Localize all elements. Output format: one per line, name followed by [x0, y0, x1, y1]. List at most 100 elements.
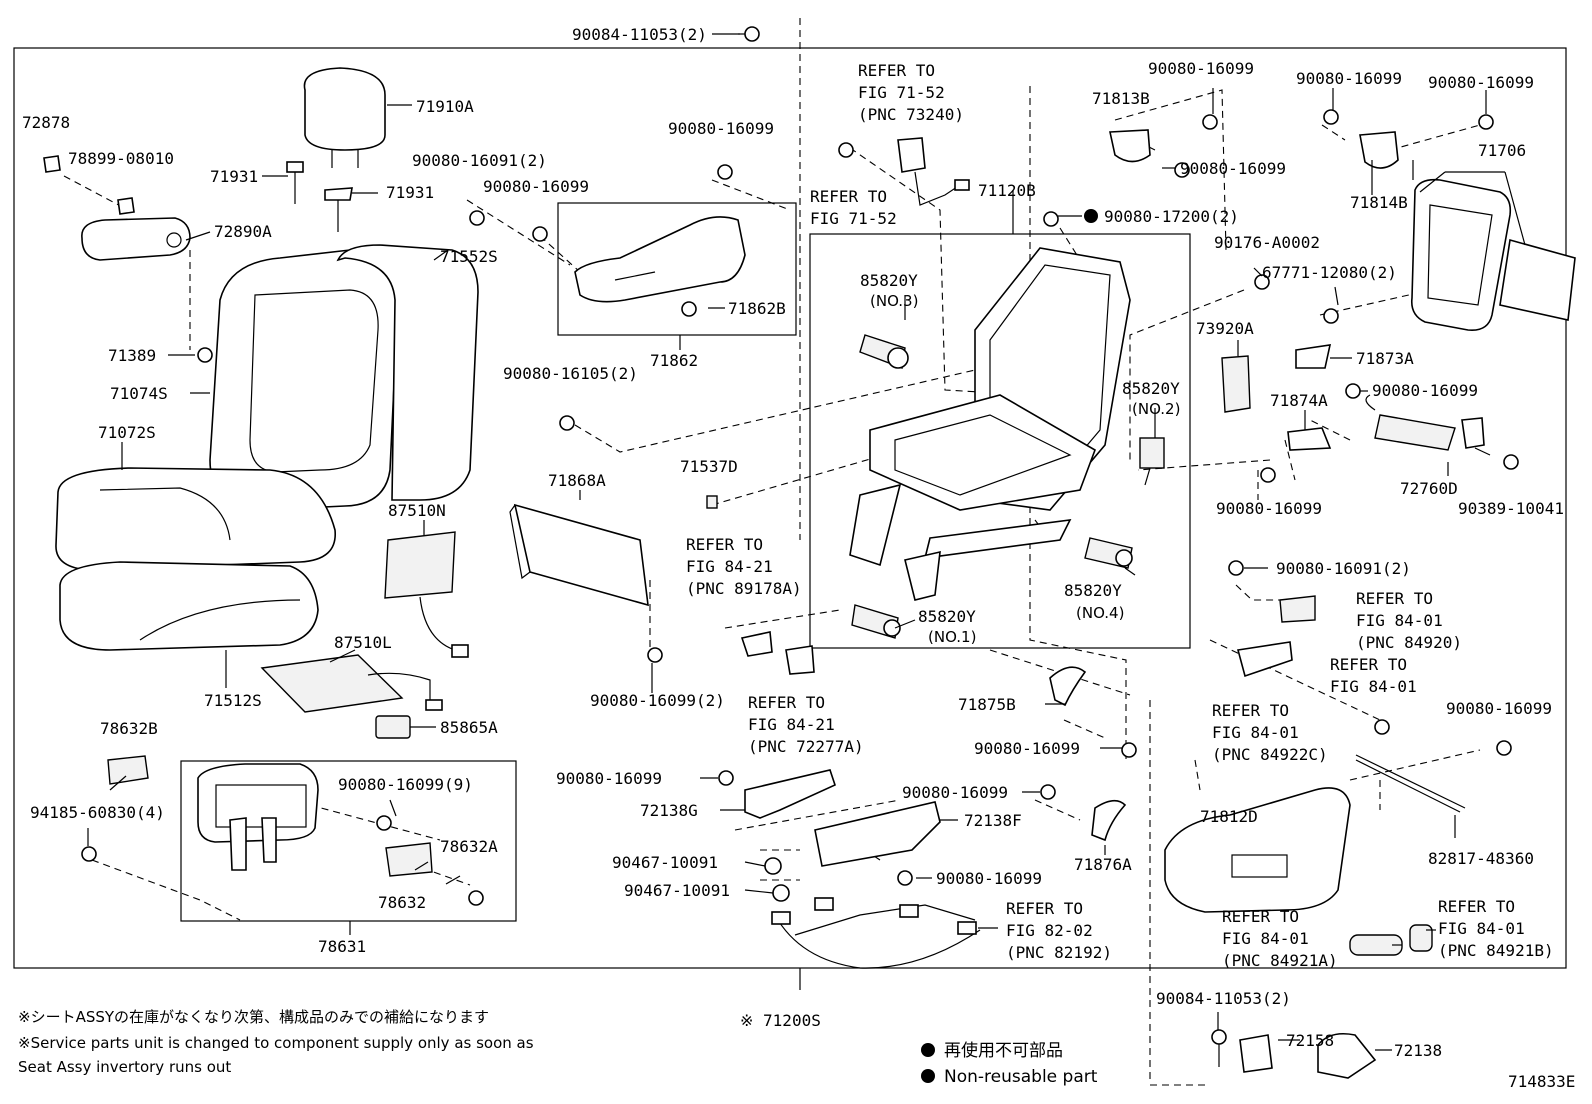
refer-fig-84-01: REFER TO FIG 84-01: [1330, 655, 1417, 696]
label-71074S: 71074S: [110, 384, 168, 403]
label-90080-16099-g: 90080-16099: [1148, 59, 1254, 78]
bracket-84-21: [740, 631, 815, 675]
bracket-71814B: [1359, 131, 1399, 169]
label-72760D: 72760D: [1400, 479, 1458, 498]
legend-dot-en: [921, 1069, 935, 1083]
label-71072S: 71072S: [98, 423, 156, 442]
label-85820Y-no1: 85820Y: [918, 607, 976, 626]
label-87510L: 87510L: [334, 633, 392, 652]
seat-side-cover-71862: [574, 216, 746, 303]
note-english-line1: ※Service parts unit is changed to compon…: [18, 1034, 534, 1052]
note-japanese: ※シートASSYの在庫がなくなり次第、構成品のみでの補給になります: [18, 1008, 489, 1026]
bracket-71873A: [1295, 344, 1332, 369]
part-labels: 90084-11053(2) 72878 78899-08010 71910A …: [22, 25, 1575, 1091]
seatbelt-buckle-73240: [897, 137, 970, 206]
label-71874A: 71874A: [1270, 391, 1328, 410]
refer-fig-84-21-pnc-72277A: REFER TO FIG 84-21 (PNC 72277A): [748, 693, 864, 756]
motor-85820Y-no2: [1139, 437, 1165, 486]
cover-72138: [1317, 1032, 1377, 1079]
seat-frame-71120B: [849, 247, 1131, 601]
label-90084-11053-bottom: 90084-11053(2): [1156, 989, 1291, 1008]
bracket-71813B: [1109, 129, 1151, 163]
label-90080-16099-m: 90080-16099: [1446, 699, 1552, 718]
bracket-71875B: [1049, 666, 1087, 707]
label-71552S: 71552S: [440, 247, 498, 266]
refer-fig-84-01-pnc-84920: REFER TO FIG 84-01 (PNC 84920): [1356, 589, 1462, 652]
switch-knob-84921B: [1409, 924, 1433, 952]
trim-71868A: [509, 503, 649, 607]
label-90080-16105-2: 90080-16105(2): [503, 364, 638, 383]
label-no4: (NO.4): [1076, 604, 1124, 622]
seat-side-panel-78631: [197, 763, 484, 906]
cover-72138F: [814, 801, 941, 867]
clip-71537D: [706, 495, 718, 509]
frame-box-71120B: [809, 233, 1191, 649]
label-90080-16099-f: 90080-16099: [974, 739, 1080, 758]
note-english-line2: Seat Assy invertory runs out: [18, 1058, 231, 1076]
label-72138: 72138: [1394, 1041, 1442, 1060]
non-reusable-dot: [1084, 209, 1098, 223]
label-90080-16099-2: 90080-16099(2): [590, 691, 725, 710]
label-71813B: 71813B: [1092, 89, 1150, 108]
figure-id: 714833E: [1508, 1072, 1575, 1091]
label-71706: 71706: [1478, 141, 1526, 160]
label-71200S: ※ 71200S: [740, 1011, 821, 1030]
label-90467-10091-b: 90467-10091: [624, 881, 730, 900]
label-90389-10041: 90389-10041: [1458, 499, 1564, 518]
label-82817-48360: 82817-48360: [1428, 849, 1534, 868]
refer-fig-84-01-pnc-84922C: REFER TO FIG 84-01 (PNC 84922C): [1212, 701, 1328, 764]
bracket-71876A: [1091, 799, 1127, 842]
label-85820Y-no2: 85820Y: [1122, 379, 1180, 398]
label-78899-08010: 78899-08010: [68, 149, 174, 168]
label-71875B: 71875B: [958, 695, 1016, 714]
label-90080-16099-9: 90080-16099(9): [338, 775, 473, 794]
leader-lines: [87, 33, 1526, 1051]
label-67771-12080-2: 67771-12080(2): [1262, 263, 1397, 282]
label-no3: (NO.3): [870, 292, 918, 310]
label-72878: 72878: [22, 113, 70, 132]
label-78632B: 78632B: [100, 719, 158, 738]
label-71873A: 71873A: [1356, 349, 1414, 368]
legend-dot-jp: [921, 1043, 935, 1057]
label-85865A: 85865A: [440, 718, 498, 737]
seat-heater-87510N: [384, 531, 469, 658]
bracket-78632B: [107, 755, 149, 785]
refer-fig-82-02-pnc-82192: REFER TO FIG 82-02 (PNC 82192): [1006, 899, 1112, 962]
label-71931-b: 71931: [386, 183, 434, 202]
label-90080-16099-a: 90080-16099: [483, 177, 589, 196]
motor-85820Y-no4: [1084, 537, 1133, 569]
footer-notes: ※シートASSYの在庫がなくなり次第、構成品のみでの補給になります ※Servi…: [18, 1008, 534, 1076]
legend-text-en: Non-reusable part: [944, 1067, 1098, 1087]
label-71812D: 71812D: [1200, 807, 1258, 826]
label-71120B: 71120B: [978, 181, 1036, 200]
label-78632A: 78632A: [440, 837, 498, 856]
outer-frame: [13, 47, 1567, 969]
ecu-72760D: [1365, 394, 1491, 456]
label-90176-A0002: 90176-A0002: [1214, 233, 1320, 252]
headrest: [303, 67, 386, 168]
refer-blocks: REFER TO FIG 71-52 (PNC 73240) REFER TO …: [686, 61, 1554, 970]
refer-fig-84-01-pnc-84921B: REFER TO FIG 84-01 (PNC 84921B): [1438, 897, 1554, 960]
seat-back-cover: [209, 244, 479, 511]
label-87510N: 87510N: [388, 501, 446, 520]
label-90080-16099-c: 90080-16099: [556, 769, 662, 788]
label-72890A: 72890A: [214, 222, 272, 241]
frame-box-78631: [180, 760, 517, 922]
side-shield-71812D: [1164, 787, 1351, 913]
label-78632: 78632: [378, 893, 426, 912]
label-90080-16099-d: 90080-16099: [902, 783, 1008, 802]
label-71512S: 71512S: [204, 691, 262, 710]
bracket-84920: [1279, 595, 1316, 623]
label-73920A: 73920A: [1196, 319, 1254, 338]
label-71814B: 71814B: [1350, 193, 1408, 212]
legend: 再使用不可部品 Non-reusable part: [921, 1040, 1098, 1087]
control-unit-73920A: [1221, 355, 1251, 413]
motor-85820Y-no3: [859, 334, 909, 369]
label-71876A: 71876A: [1074, 855, 1132, 874]
headrest-guide-71931: [286, 161, 353, 232]
wire-harness-82192: [771, 897, 981, 969]
seat-cushion-cover: [55, 467, 336, 651]
label-85820Y-no3: 85820Y: [860, 271, 918, 290]
refer-fig-84-01-pnc-84921A: REFER TO FIG 84-01 (PNC 84921A): [1222, 907, 1338, 970]
